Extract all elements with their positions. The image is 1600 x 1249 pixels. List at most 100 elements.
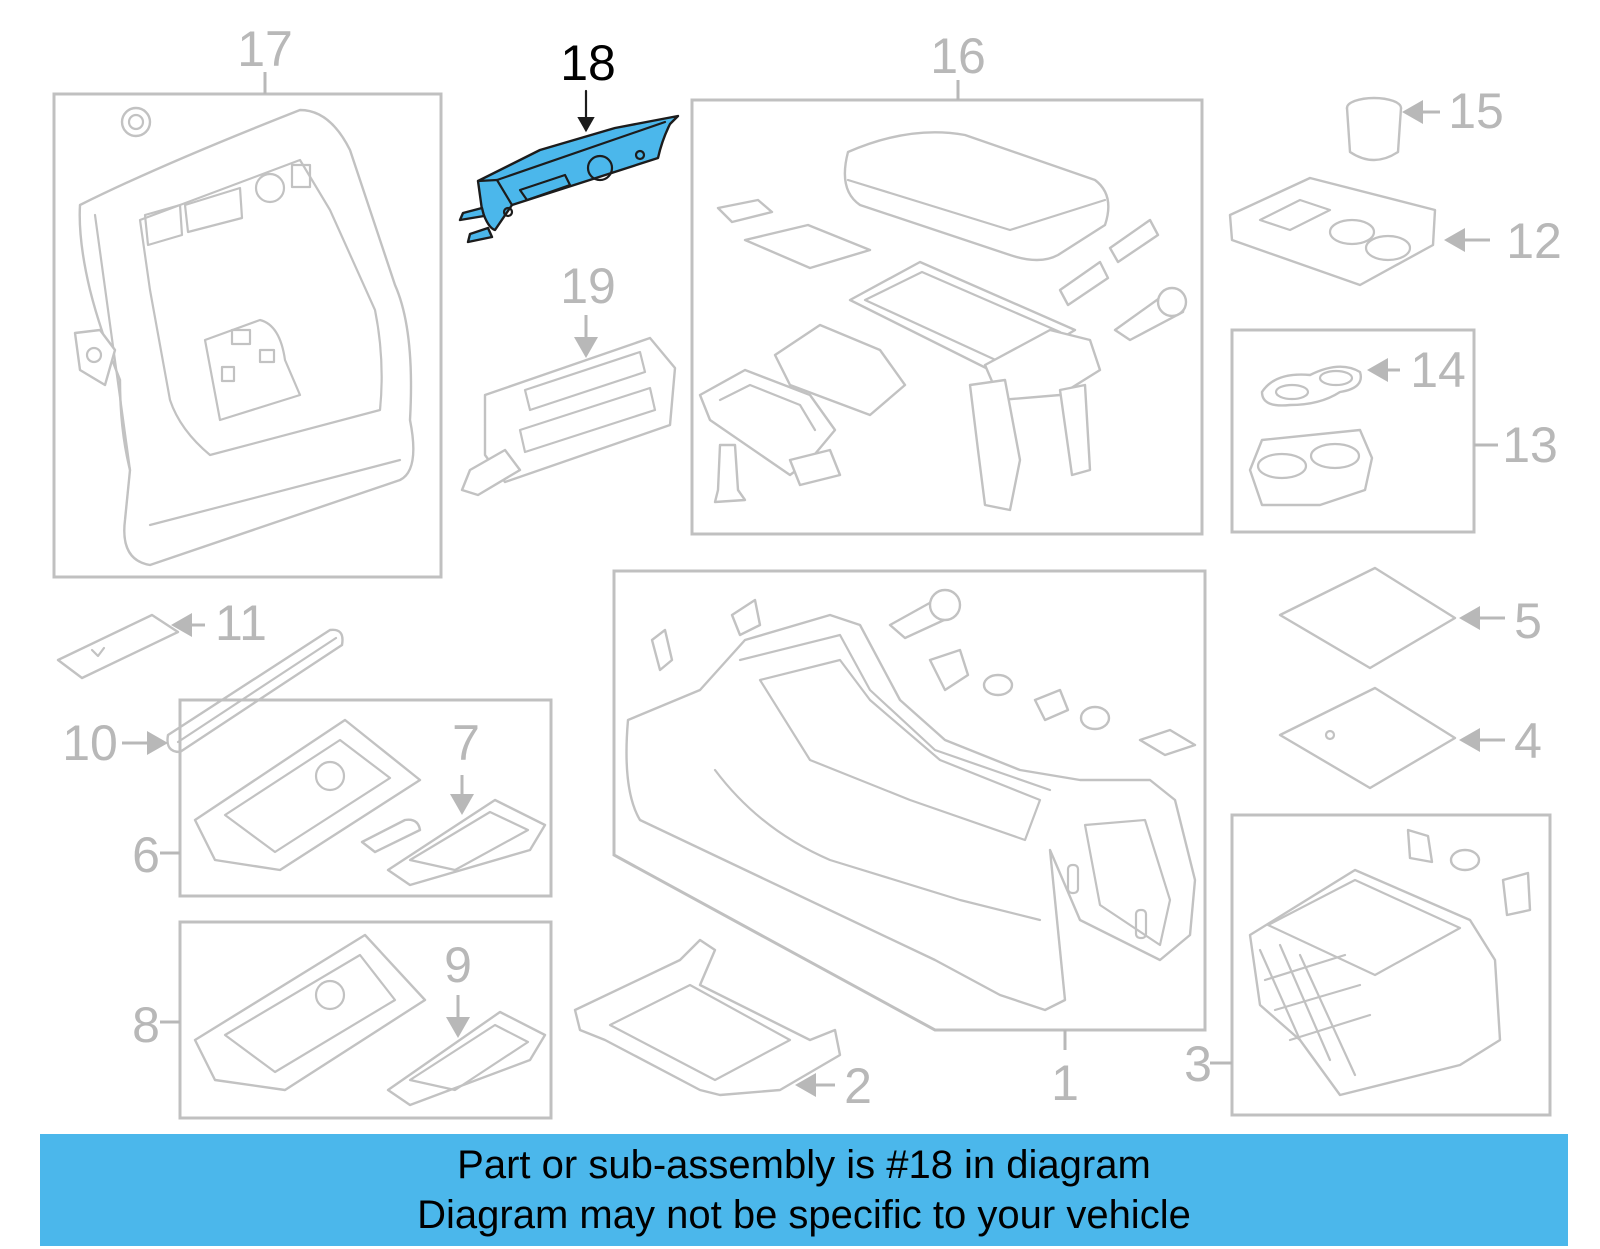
part-group-1: 1: [612, 569, 1207, 1111]
console-side-panel: [1083, 818, 1172, 947]
bin-grid-1: [1258, 943, 1357, 1077]
console-clip-d: [1033, 688, 1070, 722]
console-body: [625, 613, 1197, 1012]
info-banner: Part or sub-assembly is #18 in diagram D…: [40, 1134, 1568, 1246]
bezel-vent-left: [143, 203, 184, 247]
callout-18: 18: [560, 35, 616, 91]
base-bracket: [573, 938, 842, 1097]
part-11: 11: [56, 595, 267, 680]
cup-ring: [1260, 365, 1362, 407]
console-clip-a: [650, 628, 674, 672]
pad-3: [1108, 218, 1160, 264]
part-18-socket: [586, 154, 614, 182]
cup-ring-hole-1: [1274, 383, 1310, 401]
callout-11: 11: [215, 595, 267, 651]
group-box-8: [178, 920, 553, 1120]
panel-8-inner: [223, 953, 397, 1074]
bezel-button-2: [258, 348, 276, 364]
bin-clip-2: [1501, 871, 1532, 917]
part-19-slot-upper: [523, 350, 647, 412]
callout-10: 10: [62, 715, 118, 771]
bin-foot: [788, 448, 842, 487]
callout-14: 14: [1410, 342, 1466, 398]
cup-plate-body: [1228, 176, 1437, 287]
bezel-clip-side: [73, 328, 117, 387]
pad-1: [716, 198, 774, 224]
bezel-clip-side-hole: [85, 346, 103, 364]
console-top-edge: [738, 633, 1052, 792]
callout-9: 9: [444, 937, 472, 993]
part-10: 10: [62, 628, 344, 771]
armrest-lid: [843, 131, 1110, 262]
part-18-front-ridge: [495, 178, 514, 207]
pad-4: [1058, 260, 1110, 307]
bezel-button-1: [230, 328, 252, 346]
bezel-outline: [78, 108, 415, 567]
callout-4: 4: [1514, 713, 1542, 769]
cup-holder-well-1: [1256, 452, 1308, 480]
part-group-16: 16: [690, 28, 1204, 536]
group-box-17: [52, 92, 443, 579]
part-15: 15: [1345, 83, 1504, 162]
bezel-trim-lower: [203, 318, 302, 422]
cup-plate-hole-1: [1328, 218, 1376, 246]
callout-13: 13: [1502, 417, 1558, 473]
bezel-button-3: [220, 365, 236, 383]
screw-6: [360, 818, 422, 854]
cup-ring-hole-2: [1318, 369, 1354, 387]
cup-plate-slot: [1258, 198, 1332, 232]
group-box-16: [690, 98, 1204, 536]
panel-8: [193, 933, 427, 1092]
part-group-3: 3: [1184, 813, 1552, 1117]
bin-grid-2: [1263, 953, 1372, 1042]
part-group-6: 7 6: [132, 698, 553, 898]
armrest-screw-head: [1156, 286, 1188, 318]
part-2: 2: [573, 938, 872, 1114]
callout-3: 3: [1184, 1036, 1212, 1092]
armrest-lid-seam: [846, 178, 1107, 232]
callout-7: 7: [452, 715, 480, 771]
part-5: 5: [1278, 566, 1542, 670]
console-slot-1: [1066, 863, 1080, 895]
part-18-highlighted[interactable]: 18: [458, 35, 680, 244]
armrest-bracket-right: [1058, 383, 1092, 477]
base-bracket-inner: [608, 983, 792, 1082]
bezel-knob: [254, 172, 286, 204]
bezel-edge: [93, 213, 132, 472]
console-clip-e: [1138, 728, 1197, 757]
callout-8: 8: [132, 997, 160, 1053]
bin-clip-1: [1406, 828, 1434, 864]
group-box-6: [178, 698, 553, 898]
label-11-mark: [90, 646, 106, 658]
console-inner: [758, 658, 1042, 842]
part-18-tab-upper: [458, 206, 486, 222]
group-box-3: [1230, 813, 1552, 1117]
bin-large: [698, 368, 837, 477]
cup-holder-well-2: [1309, 442, 1361, 470]
part-19-slot-lower: [518, 386, 657, 454]
part-7-body: [386, 798, 547, 887]
group-box-1: [612, 569, 1207, 1032]
callout-5: 5: [1514, 593, 1542, 649]
part-group-17: 17: [52, 21, 443, 579]
bin-large-inner: [718, 383, 817, 432]
callout-2: 2: [844, 1058, 872, 1114]
pad-4-sheet: [1278, 686, 1457, 790]
part-19-arm: [460, 448, 522, 497]
pad-4-hole: [1324, 729, 1336, 741]
console-clip-c: [928, 648, 970, 692]
trim-strip-10-edge: [176, 636, 338, 744]
part-18-body[interactable]: [476, 114, 680, 232]
part-group-8: 9 8: [132, 920, 553, 1120]
panel-6-inner: [223, 738, 392, 854]
bezel-inner: [138, 158, 383, 457]
bin-rim: [1266, 878, 1462, 977]
console-grommet-1: [982, 673, 1014, 697]
label-11: [56, 613, 180, 680]
clip-pin: [713, 443, 747, 504]
callout-17: 17: [237, 21, 293, 77]
bezel-clip-top: [120, 106, 152, 138]
cup-holder-body: [1248, 428, 1374, 507]
part-18-slot: [518, 173, 572, 202]
